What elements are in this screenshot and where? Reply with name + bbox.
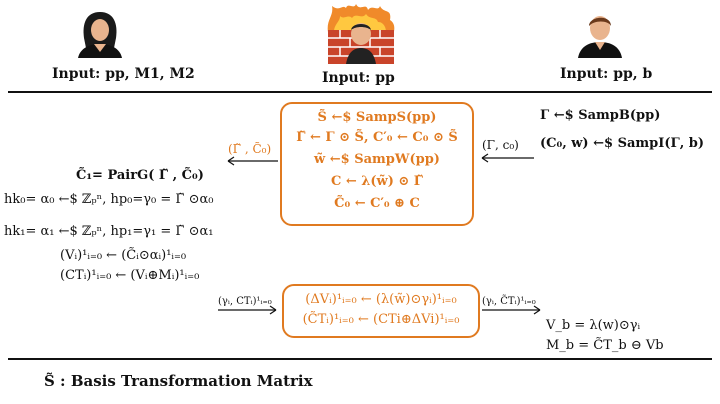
- arrow-firewall-to-server: [482, 305, 541, 315]
- user-line-hk1: hk₁= α₁ ←$ ℤₚⁿ, hp₁=γ₁ = Γ̃ ⊙α₁: [4, 224, 214, 239]
- firewall-input-label: Input: pp: [322, 70, 395, 86]
- arrow-label-server-to-firewall: (Γ, c₀): [482, 138, 519, 152]
- server-final-vb: V_b = λ(w)⊙γᵢ: [546, 318, 641, 333]
- firewall-box-line-1: S̃ ←$ SampS(pp): [317, 110, 437, 125]
- arrow-user-to-firewall: [218, 305, 277, 315]
- firewall-box-line-3: w̃ ←$ SampW(pp): [314, 152, 440, 167]
- server-line-1: Γ ←$ SampB(pp): [540, 108, 661, 123]
- server-line-2: (C₀, w) ←$ SampI(Γ, b): [540, 136, 704, 151]
- firewall-box2-line-1: (ΔVᵢ)¹ᵢ₌₀ ← (λ(w̃)⊙γᵢ)¹ᵢ₌₀: [305, 292, 457, 307]
- arrow-server-to-firewall: [481, 153, 534, 163]
- server-final-mb: M_b = C̃T_b ⊖ Vb: [546, 338, 664, 353]
- arrow-label-firewall-to-server: (γᵢ, C̃Tᵢ)¹ᵢ₌₀: [482, 296, 536, 307]
- firewall-sampling-box: [280, 102, 474, 226]
- user-line-pairg: C̃₁= PairG( Γ̃ , C̃₀): [76, 168, 204, 183]
- arrow-firewall-to-user: [227, 156, 278, 166]
- firewall-reencrypt-box: [282, 284, 480, 338]
- user-line-hk0: hk₀= α₀ ←$ ℤₚⁿ, hp₀=γ₀ = Γ̃ ⊙α₀: [4, 192, 214, 207]
- server-input-label: Input: pp, b: [560, 66, 653, 82]
- firewall-box-line-4: C ← λ(w̃) ⊙ Γ̃: [330, 174, 424, 189]
- top-rule: [8, 91, 712, 93]
- firewall-box-line-5: C̃₀ ← C′₀ ⊕ C: [334, 196, 420, 211]
- firewall-box2-line-2: (C̃Tᵢ)¹ᵢ₌₀ ← (CTi⊕ΔVi)¹ᵢ₌₀: [302, 312, 460, 327]
- arrow-label-firewall-to-user: (Γ̃ , C̃₀): [228, 142, 272, 156]
- firewall-user-icon: [327, 4, 395, 64]
- bottom-rule: [8, 358, 712, 360]
- user-line-ct: (CTᵢ)¹ᵢ₌₀ ← (Vᵢ⊕Mᵢ)¹ᵢ₌₀: [60, 268, 200, 283]
- user-input-label: Input: pp, M1, M2: [52, 66, 195, 82]
- firewall-box-line-2: Γ̃ ← Γ ⊙ S̃, C′₀ ← C₀ ⊙ S̃: [296, 130, 458, 145]
- arrow-label-user-to-firewall: (γᵢ, CTᵢ)¹ᵢ₌₀: [218, 296, 272, 307]
- male-user-icon: [578, 16, 622, 58]
- footnote: S̃ : Basis Transformation Matrix: [44, 372, 313, 390]
- user-line-v: (Vᵢ)¹ᵢ₌₀ ← (C̃ᵢ⊙αᵢ)¹ᵢ₌₀: [60, 248, 187, 263]
- female-user-icon: [78, 12, 122, 58]
